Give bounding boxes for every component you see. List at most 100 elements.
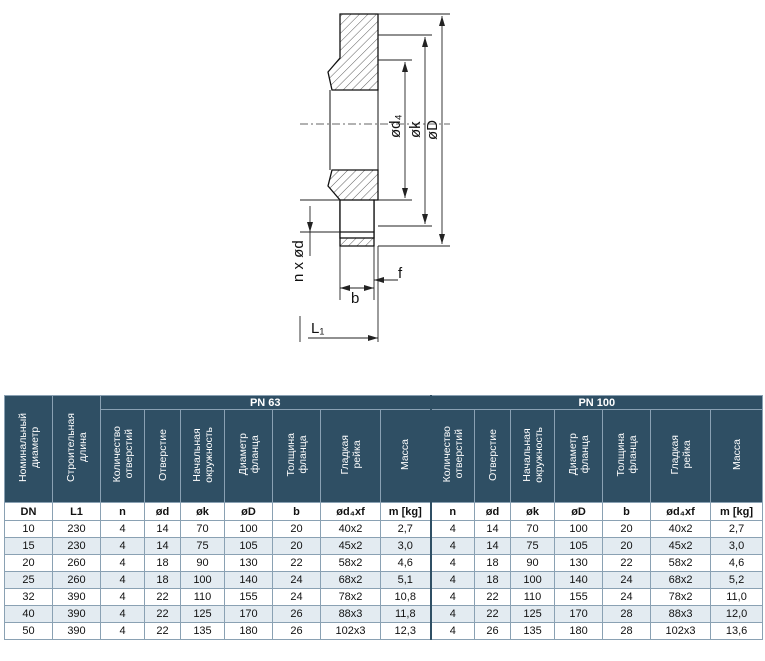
table-cell: 58x2 xyxy=(650,554,712,572)
table-cell: 230 xyxy=(52,520,101,538)
table-cell: 58x2 xyxy=(320,554,381,572)
symbol-cell: øD xyxy=(224,502,273,521)
table-cell: 28 xyxy=(602,605,652,623)
group-header-pn63: PN 63 xyxy=(99,395,432,410)
symbol-cell: øD xyxy=(554,502,604,521)
table-cell: 14 xyxy=(474,520,512,538)
table-cell: 13,6 xyxy=(710,622,764,640)
table-cell: 140 xyxy=(224,571,273,589)
group-header-pn100: PN 100 xyxy=(429,395,764,410)
table-cell: 78x2 xyxy=(650,588,712,606)
symbol-cell: n xyxy=(429,502,476,521)
table-cell: 11,8 xyxy=(379,605,432,623)
table-cell: 26 xyxy=(474,622,512,640)
table-cell: 2,7 xyxy=(710,520,764,538)
table-cell: 110 xyxy=(510,588,556,606)
table-cell: 260 xyxy=(52,554,101,572)
symbol-cell: DN xyxy=(4,502,53,521)
symbol-cell: m [kg] xyxy=(379,502,432,521)
symbol-row: DN L1 n ød øk øD b ød₄xf m [kg] n ød øk … xyxy=(4,502,764,521)
table-cell: 4 xyxy=(429,571,476,589)
table-cell: 390 xyxy=(52,622,101,640)
table-cell: 45x2 xyxy=(650,537,712,555)
table-cell: 70 xyxy=(180,520,225,538)
table-cell: 14 xyxy=(474,537,512,555)
symbol-cell: ød xyxy=(474,502,512,521)
table-cell: 18 xyxy=(144,554,181,572)
table-cell: 12,0 xyxy=(710,605,764,623)
table-cell: 68x2 xyxy=(320,571,381,589)
table-cell: 180 xyxy=(554,622,604,640)
table-cell: 155 xyxy=(224,588,273,606)
label-f: f xyxy=(398,265,403,282)
symbol-cell: øk xyxy=(510,502,556,521)
symbol-cell: b xyxy=(602,502,652,521)
table-cell: 260 xyxy=(52,571,101,589)
table-cell: 105 xyxy=(224,537,273,555)
table-cell: 50 xyxy=(4,622,53,640)
table-cell: 3,0 xyxy=(710,537,764,555)
table-cell: 22 xyxy=(144,622,181,640)
header-bolt-count: Количество отверстий xyxy=(100,409,145,503)
header-bolt-count: Количество отверстий xyxy=(429,409,476,503)
symbol-cell: m [kg] xyxy=(710,502,764,521)
header-hole: Отверстие xyxy=(474,409,512,503)
flange-spec-table: Номинальный диаметр Строительная длина P… xyxy=(4,395,764,640)
table-cell: 110 xyxy=(180,588,225,606)
table-cell: 4 xyxy=(429,622,476,640)
flange-drawing: ød₄ øk øD n x ød b f L₁ xyxy=(290,13,450,342)
table-cell: 14 xyxy=(144,537,181,555)
table-cell: 24 xyxy=(602,588,652,606)
header-pitch-circle: Начальная окружность xyxy=(180,409,225,503)
table-cell: 14 xyxy=(144,520,181,538)
label-b: b xyxy=(351,290,359,307)
table-cell: 40x2 xyxy=(650,520,712,538)
table-cell: 4 xyxy=(100,537,145,555)
header-nominal-diameter: Номинальный диаметр xyxy=(4,395,53,503)
table-cell: 4 xyxy=(100,554,145,572)
table-cell: 10 xyxy=(4,520,53,538)
table-cell: 78x2 xyxy=(320,588,381,606)
table-cell: 75 xyxy=(510,537,556,555)
table-cell: 11,0 xyxy=(710,588,764,606)
table-cell: 26 xyxy=(272,622,321,640)
table-cell: 4 xyxy=(100,588,145,606)
table-cell: 45x2 xyxy=(320,537,381,555)
table-cell: 40 xyxy=(4,605,53,623)
header-flange-diameter: Диаметр фланца xyxy=(224,409,273,503)
table-cell: 230 xyxy=(52,537,101,555)
table-cell: 4 xyxy=(100,571,145,589)
table-cell: 4 xyxy=(429,554,476,572)
header-pitch-circle: Начальная окружность xyxy=(510,409,556,503)
table-cell: 25 xyxy=(4,571,53,589)
header-flange-diameter: Диаметр фланца xyxy=(554,409,604,503)
symbol-cell: ød xyxy=(144,502,181,521)
header-mass: Масса xyxy=(379,409,432,503)
table-cell: 5,2 xyxy=(710,571,764,589)
table-cell: 18 xyxy=(144,571,181,589)
table-cell: 68x2 xyxy=(650,571,712,589)
table-cell: 24 xyxy=(602,571,652,589)
table-cell: 135 xyxy=(510,622,556,640)
label-k: øk xyxy=(407,121,424,138)
table-cell: 24 xyxy=(272,571,321,589)
table-cell: 22 xyxy=(602,554,652,572)
table-cell: 90 xyxy=(180,554,225,572)
table-cell: 4 xyxy=(429,605,476,623)
dimension-arrows xyxy=(307,16,445,341)
table-cell: 135 xyxy=(180,622,225,640)
table-cell: 75 xyxy=(180,537,225,555)
table-cell: 4 xyxy=(429,520,476,538)
symbol-cell: ød₄xf xyxy=(320,502,381,521)
table-cell: 20 xyxy=(602,520,652,538)
header-flange-thickness: Толщина фланца xyxy=(272,409,321,503)
dimension-lines xyxy=(299,13,450,342)
table-cell: 100 xyxy=(554,520,604,538)
table-cell: 100 xyxy=(224,520,273,538)
table-cell: 4 xyxy=(429,588,476,606)
